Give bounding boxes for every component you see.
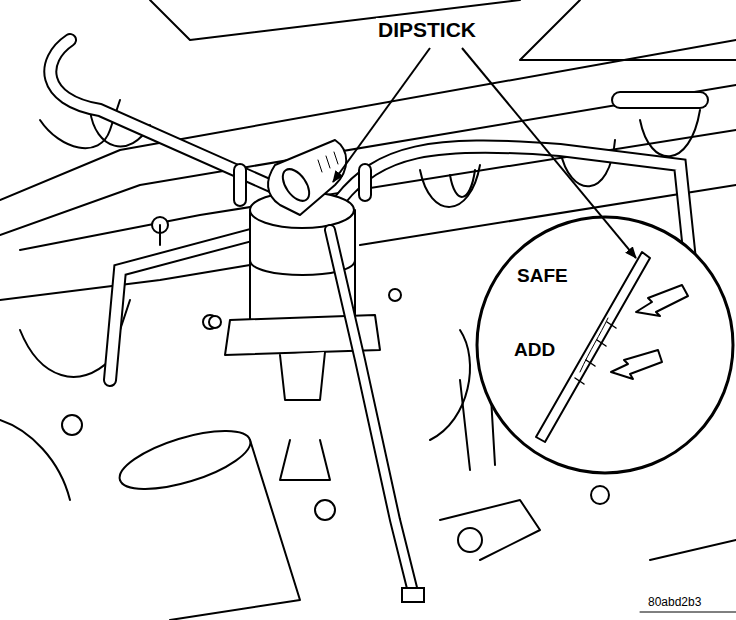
hose (620, 93, 700, 107)
bracket-edge (520, 0, 736, 60)
cap-tower (360, 170, 370, 195)
intake-runner (640, 110, 700, 156)
dipstick-hatch (580, 318, 608, 372)
dipstick-handle (268, 140, 346, 215)
figure-code: 80abd2b3 (646, 596, 703, 609)
handle-marks (318, 152, 338, 172)
distributor-shaft (280, 352, 325, 400)
bolt (209, 316, 221, 328)
bolt (62, 415, 82, 435)
lower-edge (650, 540, 736, 560)
level-label: ADD (512, 340, 557, 361)
spark-plug-wire (110, 230, 270, 380)
bolt (458, 528, 482, 552)
oil-filter-top (114, 419, 257, 501)
bolt (159, 225, 161, 245)
bolt (591, 486, 609, 504)
dipstick-tube (330, 230, 412, 588)
cap-tower (235, 170, 245, 200)
dipstick-marks (575, 322, 616, 384)
indicator-arrow (636, 285, 688, 316)
mount (280, 440, 330, 480)
dipstick-loop (277, 165, 314, 206)
hose (620, 91, 700, 109)
intake-runner (420, 165, 480, 207)
part-label: DIPSTICK (376, 18, 478, 41)
intake-runner (450, 170, 475, 197)
leader-line (462, 48, 636, 258)
valve-cover-edge (0, 40, 736, 200)
level-label: SAFE (515, 266, 570, 287)
leader-line (333, 48, 430, 182)
inset-circle (477, 217, 733, 473)
indicator-arrow (611, 350, 662, 379)
cap-tower (233, 170, 247, 200)
cap-tower (358, 170, 372, 195)
bolt (315, 500, 335, 520)
runner (0, 420, 70, 500)
corner-rule (640, 612, 736, 613)
spark-plug-wire (110, 230, 270, 380)
tube-fitting (402, 588, 424, 602)
bracket (440, 500, 540, 560)
bolt (389, 289, 401, 301)
dipstick-tube (330, 230, 412, 588)
